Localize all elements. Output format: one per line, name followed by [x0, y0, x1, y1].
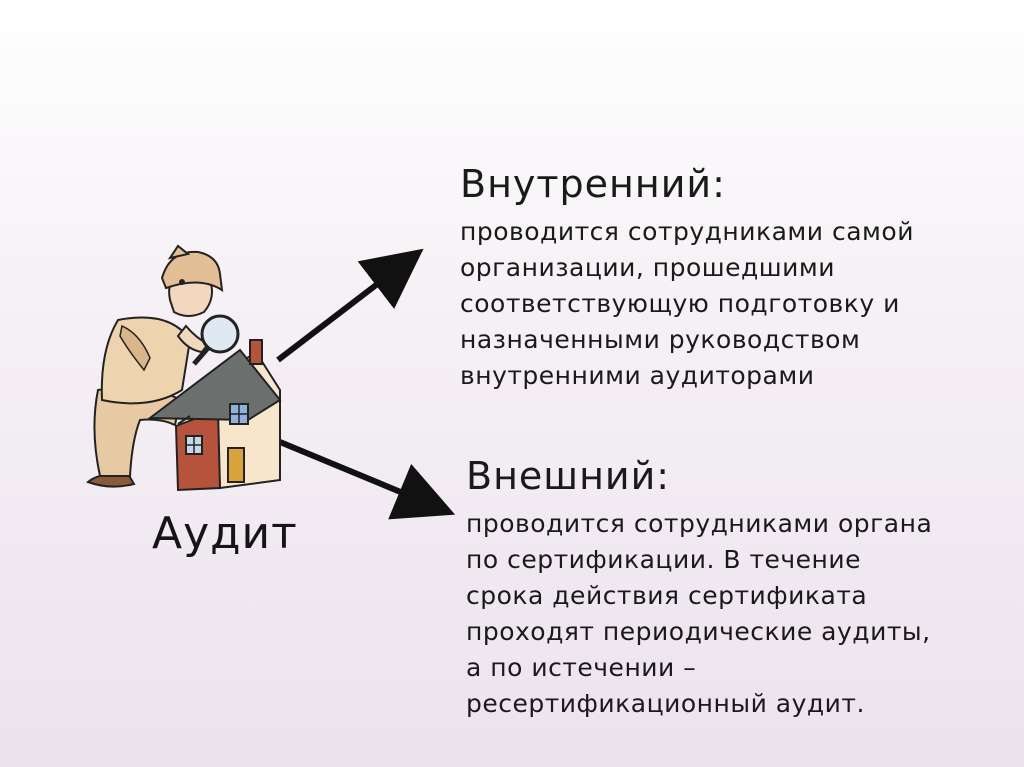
external-audit-line: проводится сотрудниками органа: [466, 509, 933, 538]
audit-label: Аудит: [152, 508, 298, 559]
internal-audit-line: внутренними аудиторами: [460, 361, 815, 390]
external-audit-line: ресертификационный аудит.: [466, 689, 865, 718]
external-audit-description: проводится сотрудниками органа по сертиф…: [466, 506, 1006, 722]
arrow-to-external: [278, 439, 456, 520]
external-audit-title: Внешний:: [466, 454, 671, 498]
internal-audit-description: проводится сотрудниками самой организаци…: [460, 214, 1000, 394]
internal-audit-title: Внутренний:: [460, 162, 726, 206]
arrow-to-internal: [276, 248, 424, 363]
detective-inspecting-house-icon: [86, 244, 282, 492]
internal-audit-block: Внутренний: проводится сотрудниками само…: [460, 160, 1000, 394]
external-audit-line: проходят периодические аудиты,: [466, 617, 931, 646]
internal-audit-line: организации, прошедшими: [460, 253, 836, 282]
external-audit-block: Внешний: проводится сотрудниками органа …: [466, 452, 1006, 722]
external-audit-line: а по истечении –: [466, 653, 697, 682]
external-audit-line: срока действия сертификата: [466, 581, 868, 610]
internal-audit-line: проводится сотрудниками самой: [460, 217, 914, 246]
external-audit-line: по сертификации. В течение: [466, 545, 862, 574]
internal-audit-line: соответствующую подготовку и: [460, 289, 900, 318]
internal-audit-line: назначенными руководством: [460, 325, 861, 354]
